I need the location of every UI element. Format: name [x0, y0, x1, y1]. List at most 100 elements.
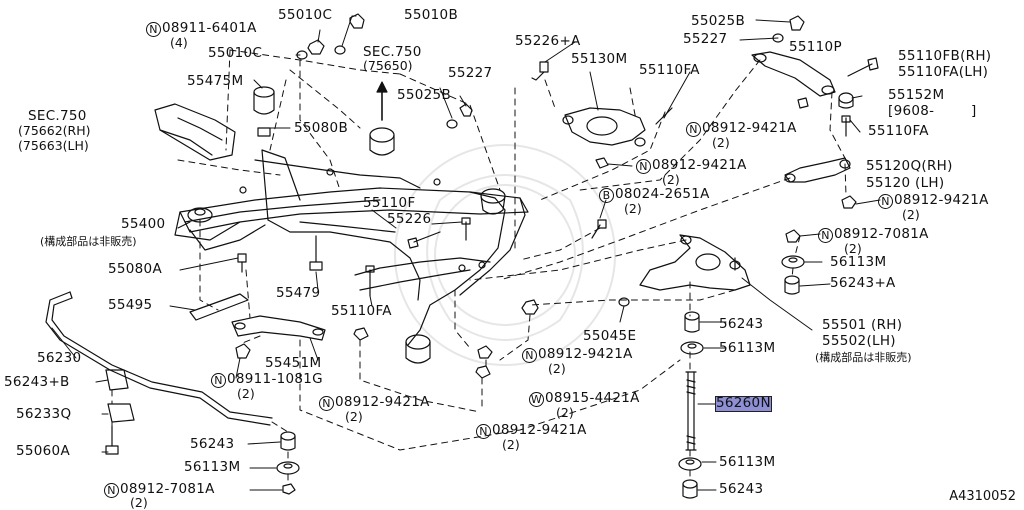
part-number: 08912-7081A: [120, 481, 215, 497]
callout-55045E: 55045E: [583, 328, 637, 344]
washer-56113M-3: [678, 457, 702, 471]
callout-55025B-center: 55025B: [397, 87, 452, 103]
callout-55226A: 55226+A: [515, 33, 581, 49]
callout-55400: 55400: [121, 216, 166, 232]
bush-56243-1: [684, 311, 700, 333]
bolt-55226A: [531, 61, 549, 81]
quantity: (2): [345, 409, 363, 424]
callout-55110F: 55110F: [363, 195, 416, 211]
quantity: (2): [712, 135, 730, 150]
callout-sec750-left: SEC.750: [28, 108, 87, 124]
callout-56260N-highlighted[interactable]: 56260N: [715, 395, 772, 412]
bracket-55451M: [231, 315, 326, 341]
bolt-55226: [407, 231, 441, 249]
quantity: (2): [130, 495, 148, 510]
part-number: 08912-9421A: [652, 157, 747, 173]
quantity: (2): [844, 241, 862, 256]
bolt-prefix-icon: B: [599, 188, 614, 203]
nut-prefix-icon: N: [319, 396, 334, 411]
callout-55110FA-lh: 55110FA(LH): [898, 64, 989, 80]
bolt-55060A: [105, 425, 119, 455]
callout-56243B: 56243+B: [4, 374, 70, 390]
callout-56113M-d: 56113M: [719, 454, 776, 470]
nut-08912-9421A-b: [841, 195, 857, 209]
callout-55110FA-upper: 55110FA: [639, 62, 700, 78]
nut-08912-9421A-c: [595, 157, 609, 169]
bush-56243-3: [280, 431, 296, 451]
part-number: 08912-9421A: [894, 192, 989, 208]
nut-08912-7081A-b: [282, 483, 296, 495]
callout-56243A: 56243+A: [830, 275, 896, 291]
sec750-lh: (75663(LH): [18, 138, 89, 153]
callout-55110FB: 55110FB(RH): [898, 48, 992, 64]
callout-55501: 55501 (RH): [822, 317, 903, 333]
nut-prefix-icon: N: [522, 348, 537, 363]
callout-55502: 55502(LH): [822, 333, 896, 349]
leader-lines: [51, 15, 881, 491]
part-number: 08912-9421A: [492, 422, 587, 438]
callout-sec750-top: SEC.750: [363, 44, 422, 60]
part-number: 08912-9421A: [538, 346, 633, 362]
washer-55045E: [618, 297, 630, 307]
nut-prefix-icon: N: [878, 194, 893, 209]
bush-56243B: [105, 369, 129, 391]
callout-56243-a: 56243: [719, 316, 764, 332]
mount-55475M: [253, 86, 275, 137]
nut-prefix-icon: N: [211, 373, 226, 388]
part-number: 08912-9421A: [702, 120, 797, 136]
callout-56243-c: 56243: [719, 481, 764, 497]
assembly-dashed-lines: [111, 49, 847, 485]
not-sold-separately-note: (構成部品は非販売): [815, 351, 912, 364]
callout-55080B: 55080B: [294, 120, 349, 136]
callout-56113M-a: 56113M: [830, 254, 887, 270]
washer-56113M-1: [781, 255, 805, 269]
callout-55110FA-right: 55110FA: [868, 123, 929, 139]
nuts-lower-center: [353, 299, 539, 379]
callout-56233Q: 56233Q: [16, 406, 72, 422]
upper-arm-55130M: [562, 107, 646, 147]
quantity: (2): [556, 405, 574, 420]
sec750-ref: (75650): [363, 58, 413, 73]
lower-arm-55501: [639, 234, 751, 291]
callout-55120Q: 55120Q(RH): [866, 158, 953, 174]
bolt-08024: [591, 219, 607, 239]
part-number: 08911-6401A: [162, 20, 257, 36]
nut-prefix-icon: N: [636, 159, 651, 174]
callout-56243-b: 56243: [190, 436, 235, 452]
part-number: 08912-7081A: [834, 226, 929, 242]
nut-prefix-icon: N: [476, 424, 491, 439]
quantity: (2): [237, 386, 255, 401]
part-number: 08024-2651A: [615, 186, 710, 202]
callout-55130M: 55130M: [571, 51, 628, 67]
bolt-55110F: [461, 217, 471, 241]
nut-08911-1081G: [235, 343, 251, 359]
washer-prefix-icon: W: [529, 392, 544, 407]
quantity: (2): [902, 207, 920, 222]
callout-55495: 55495: [108, 297, 153, 313]
callout-55025B-right: 55025B: [691, 13, 746, 29]
callout-55227-center: 55227: [448, 65, 493, 81]
nut-prefix-icon: N: [818, 228, 833, 243]
rear-subframe-55400: [174, 127, 529, 364]
nut-prefix-icon: N: [146, 22, 161, 37]
bolt-55110FA-3: [365, 265, 375, 297]
quantity: (2): [662, 172, 680, 187]
washer-56113M-2: [680, 341, 704, 355]
lower-link-55120: [784, 157, 851, 183]
part-number: 08912-9421A: [335, 394, 430, 410]
bolt-55110FA-2: [841, 115, 851, 137]
callout-55475M: 55475M: [187, 73, 244, 89]
callout-55152M: 55152M: [888, 87, 945, 103]
callout-55451M: 55451M: [265, 355, 322, 371]
